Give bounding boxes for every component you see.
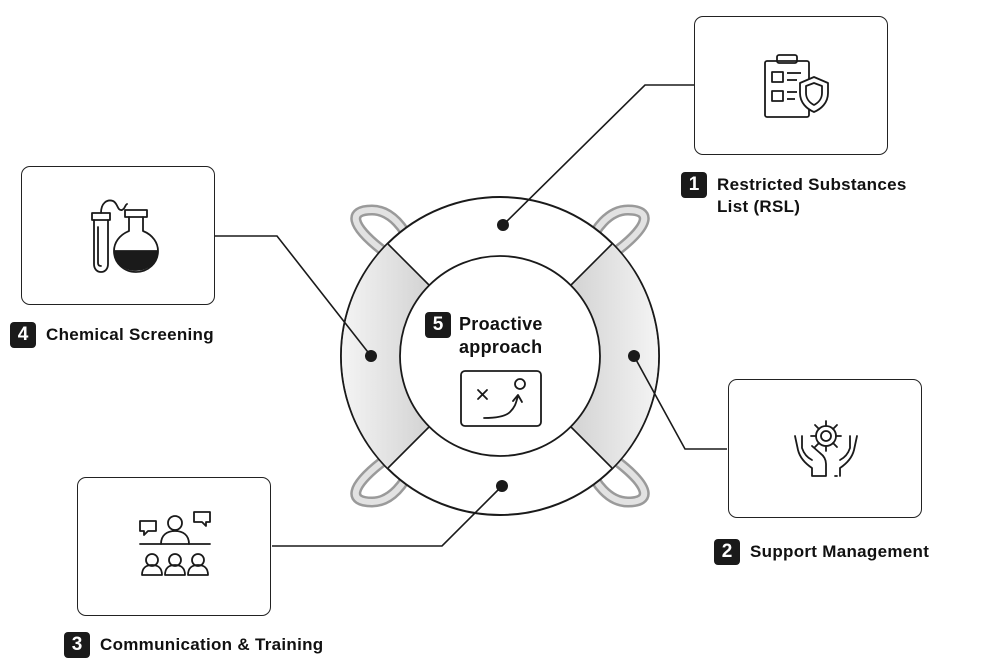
strategy-board-icon: [460, 370, 542, 427]
item-text-1b: List (RSL): [717, 197, 801, 216]
number-badge-3: 3: [64, 632, 90, 658]
number-badge-5: 5: [425, 312, 451, 338]
connector-4: [215, 235, 372, 357]
center-label: 5 Proactive approach: [425, 312, 543, 359]
center-text-a: Proactive: [459, 314, 543, 334]
item-text-2: Support Management: [750, 542, 930, 561]
connector-lines: [215, 84, 727, 547]
support-management-card: [728, 379, 922, 518]
chemical-screening-card: [21, 166, 215, 305]
clipboard-shield-icon: [764, 54, 829, 118]
item-text-3: Communication & Training: [100, 635, 324, 654]
item-label-3: 3 Communication & Training: [64, 632, 324, 658]
number-badge-4: 4: [10, 322, 36, 348]
number-badge-2: 2: [714, 539, 740, 565]
center-text-b: approach: [459, 337, 543, 357]
item-label-2: 2 Support Management: [714, 539, 929, 565]
lifebuoy-ring: [340, 196, 660, 516]
item-label-1: 1 Restricted Substances List (RSL): [681, 172, 907, 218]
item-label-4: 4 Chemical Screening: [10, 322, 214, 348]
item-text-4: Chemical Screening: [46, 325, 214, 344]
item-text-1a: Restricted Substances: [717, 175, 907, 194]
number-badge-1: 1: [681, 172, 707, 198]
hands-gear-icon: [794, 420, 858, 477]
presenter-audience-icon: [139, 511, 211, 576]
connector-2: [633, 355, 727, 450]
rsl-card: [694, 16, 888, 155]
communication-training-card: [77, 477, 271, 616]
flask-test-tube-icon: [91, 199, 159, 273]
connector-dots: [365, 219, 640, 492]
connector-3: [272, 485, 503, 547]
connector-1: [502, 84, 694, 226]
